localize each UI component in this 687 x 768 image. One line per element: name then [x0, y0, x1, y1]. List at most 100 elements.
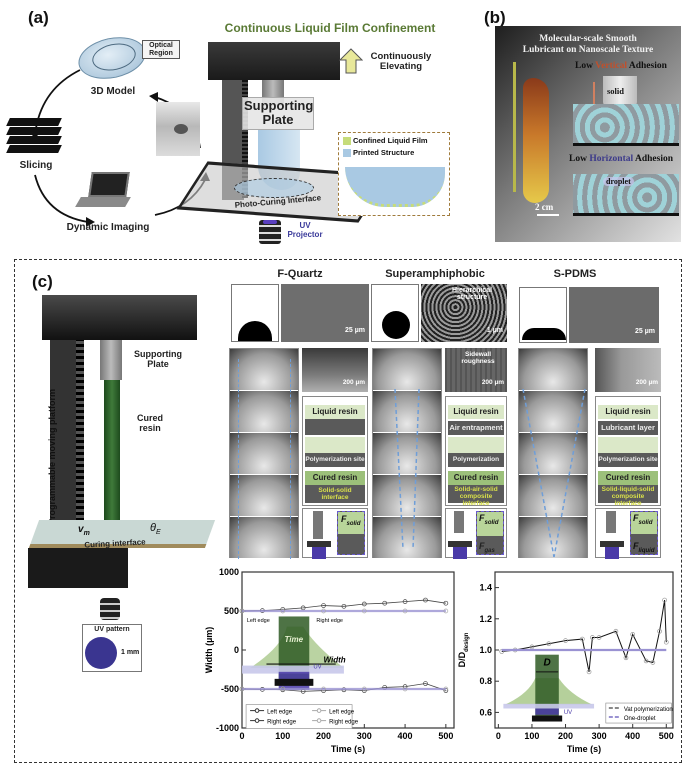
data-point [423, 681, 428, 686]
legend-marker [254, 708, 260, 713]
inset-width-label: Width [324, 655, 346, 664]
x-tick-label: 100 [275, 731, 290, 741]
data-point [239, 686, 245, 692]
data-point [321, 603, 326, 608]
x-tick-label: 0 [239, 731, 244, 741]
c-theta-label: θE [150, 522, 161, 536]
y-tick-label: 500 [224, 606, 239, 616]
superamphiphobic-sem: Hierarchical structure 1 µm [421, 284, 507, 342]
data-point [596, 635, 602, 640]
hierarchical-structure-label: Hierarchical structure [451, 287, 493, 301]
panel-a-title: Continuous Liquid Film Confinement [224, 21, 436, 35]
inset-right-edge-label: Right edge [316, 618, 343, 624]
sp-layer-interface: Solid-liquid-solid composite interface [598, 485, 658, 507]
superamphiphobic-force-diagram: Fsolid Fgas [445, 508, 507, 559]
f-quartz-layer-cured: Cured resin [305, 471, 365, 485]
panel-a-label: (a) [28, 8, 49, 27]
dynamic-imaging-label: Dynamic Imaging [66, 222, 150, 233]
x-tick-label: 500 [659, 731, 674, 741]
sa-force-b: F [479, 541, 485, 551]
data-point [586, 669, 592, 675]
pitcher-plant-photo [523, 78, 549, 203]
f-quartz-layer-polymerization: Polymerization site [305, 453, 365, 467]
sa-force-b-sub: gas [484, 547, 495, 554]
f-quartz-diagram: Liquid resin Polymerization site Cured r… [302, 396, 368, 506]
x-tick-label: 400 [398, 731, 413, 741]
data-point [579, 636, 585, 642]
data-point [321, 686, 326, 692]
liquid-film-zoom-inset: Confined Liquid Film Printed Structure [338, 132, 450, 216]
s-pdms-side-sem: 200 µm [595, 348, 661, 392]
supporting-plate-label: Supporting Plate [242, 97, 314, 130]
y-tick-label: -1000 [216, 723, 239, 733]
horizontal-pre: Low [569, 154, 590, 164]
c-uv-pattern-label: UV pattern [94, 626, 130, 633]
legend-label: Right edge [267, 720, 297, 726]
sa-layer-interface: Solid-air-solid composite interface [448, 485, 504, 507]
data-point [630, 632, 636, 637]
sa-force-top: Fsolid [479, 513, 499, 526]
x-tick-label: 500 [438, 731, 453, 741]
data-point [643, 658, 649, 664]
data-point [280, 608, 286, 614]
x-axis-label: Time (s) [331, 744, 365, 754]
pitcher-plant-stem [513, 62, 516, 192]
sp-force-b: F [633, 541, 639, 551]
f-quartz-layer-interface: Solid-solid interface [305, 485, 365, 503]
sa-layer-air: Air entrapment [448, 421, 504, 435]
inset-uv-label: UV [313, 665, 321, 671]
sa-layer-polymerization: Polymerization site [448, 453, 504, 477]
elevating-arrow-icon [339, 48, 363, 74]
data-point [361, 601, 367, 607]
series-line-0 [241, 599, 446, 612]
c-uv-size-label: 1 mm [121, 649, 140, 656]
f-quartz-force-diagram: Fsolid [302, 508, 368, 559]
superamphiphobic-side-scale: 200 µm [481, 379, 504, 386]
inset-uv-label: UV [564, 710, 572, 716]
legend-label: Vat polymerization [624, 707, 673, 713]
inset-projector [274, 678, 314, 686]
c-cured-resin-label: Cured resin [136, 413, 163, 433]
sp-layer-lubricant: Lubricant layer [598, 421, 658, 435]
superamphiphobic-contact-angle [371, 284, 419, 342]
vertical-key: Vertical [595, 61, 627, 71]
droplet-label: droplet [603, 177, 634, 186]
inset-glass [242, 665, 344, 674]
data-point [563, 638, 568, 643]
printer-head-block [208, 42, 340, 80]
column-title-s-pdms: S-PDMS [553, 268, 597, 280]
up-arrow-icon [593, 82, 595, 104]
sp-layer-liquid: Liquid resin [598, 405, 658, 419]
elevating-label: Continuously Elevating [370, 51, 432, 73]
legend-box [245, 704, 353, 729]
y-tick-label: 1.4 [479, 583, 492, 593]
legend-label: Left edge [329, 710, 355, 716]
data-point [280, 686, 286, 692]
scale-label-b: 2 cm [535, 202, 554, 212]
3d-model-label: 3D Model [90, 86, 136, 97]
c-lead-screw [76, 338, 84, 588]
y-tick-label: 0 [234, 645, 239, 655]
inset-projector [531, 715, 563, 722]
panel-b-title-line2: Lubricant on Nanoscale Texture [522, 45, 654, 56]
vm-sub: m [83, 530, 90, 537]
x-tick-label: 200 [316, 731, 331, 741]
y-tick-label: 1.2 [479, 614, 492, 624]
sa-layer-cured: Cured resin [448, 471, 504, 485]
data-point [361, 686, 367, 692]
data-point [443, 608, 449, 614]
panel-c-label: (c) [32, 272, 53, 291]
y-tick-label: 0.6 [479, 707, 492, 717]
data-point [382, 600, 388, 606]
sp-force-top: Fsolid [633, 513, 653, 526]
column-title-f-quartz: F-Quartz [277, 268, 323, 280]
sp-force-sub: solid [638, 519, 653, 526]
legend-label: One-droplet [624, 716, 656, 722]
data-point [443, 600, 449, 606]
f-quartz-force-label: Fsolid [341, 514, 361, 527]
s-pdms-contact-angle [519, 287, 567, 343]
y-axis-label: D/Ddesign [457, 632, 470, 667]
uv-projector-label: UV Projector [287, 221, 323, 239]
